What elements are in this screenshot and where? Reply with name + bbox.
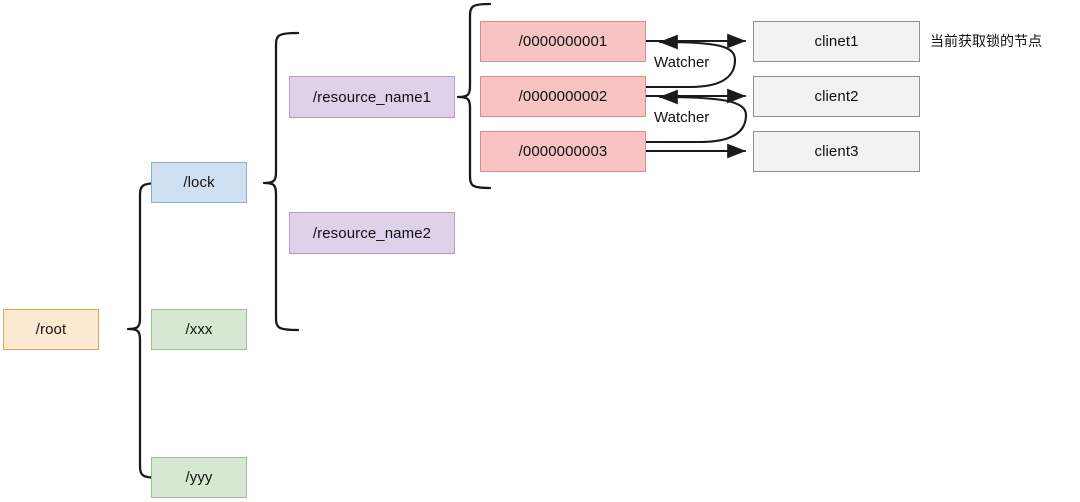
node-lock[interactable]: /lock (151, 162, 247, 203)
node-yyy[interactable]: /yyy (151, 457, 247, 498)
node-seq-0000000001[interactable]: /0000000001 (480, 21, 646, 62)
node-client1-label: clinet1 (814, 33, 859, 50)
node-client2-label: client2 (814, 88, 859, 105)
node-seq-0000000002[interactable]: /0000000002 (480, 76, 646, 117)
annotation-lock-holder-text: 当前获取锁的节点 (930, 33, 1042, 49)
node-client3-label: client3 (814, 143, 859, 160)
node-resource-name2[interactable]: /resource_name2 (289, 212, 455, 254)
edge-label-watcher-1: Watcher (654, 55, 709, 70)
node-xxx-label: /xxx (185, 321, 213, 338)
node-seq-0000000003-label: /0000000003 (518, 143, 608, 160)
node-root-label: /root (35, 321, 67, 338)
node-resource-name2-label: /resource_name2 (312, 224, 432, 242)
node-client2[interactable]: client2 (753, 76, 920, 117)
node-client1[interactable]: clinet1 (753, 21, 920, 62)
node-yyy-label: /yyy (185, 469, 213, 486)
node-client3[interactable]: client3 (753, 131, 920, 172)
edge-label-watcher-2: Watcher (654, 110, 709, 125)
node-seq-0000000003[interactable]: /0000000003 (480, 131, 646, 172)
node-seq-0000000001-label: /0000000001 (518, 33, 608, 50)
watcher-1-text: Watcher (654, 54, 710, 71)
watcher-2-text: Watcher (654, 109, 710, 126)
node-resource-name1[interactable]: /resource_name1 (289, 76, 455, 118)
node-resource-name1-label: /resource_name1 (312, 88, 432, 106)
node-root[interactable]: /root (3, 309, 99, 350)
annotation-lock-holder: 当前获取锁的节点 (930, 34, 1042, 48)
node-lock-label: /lock (183, 174, 215, 191)
node-seq-0000000002-label: /0000000002 (518, 88, 608, 105)
node-xxx[interactable]: /xxx (151, 309, 247, 350)
